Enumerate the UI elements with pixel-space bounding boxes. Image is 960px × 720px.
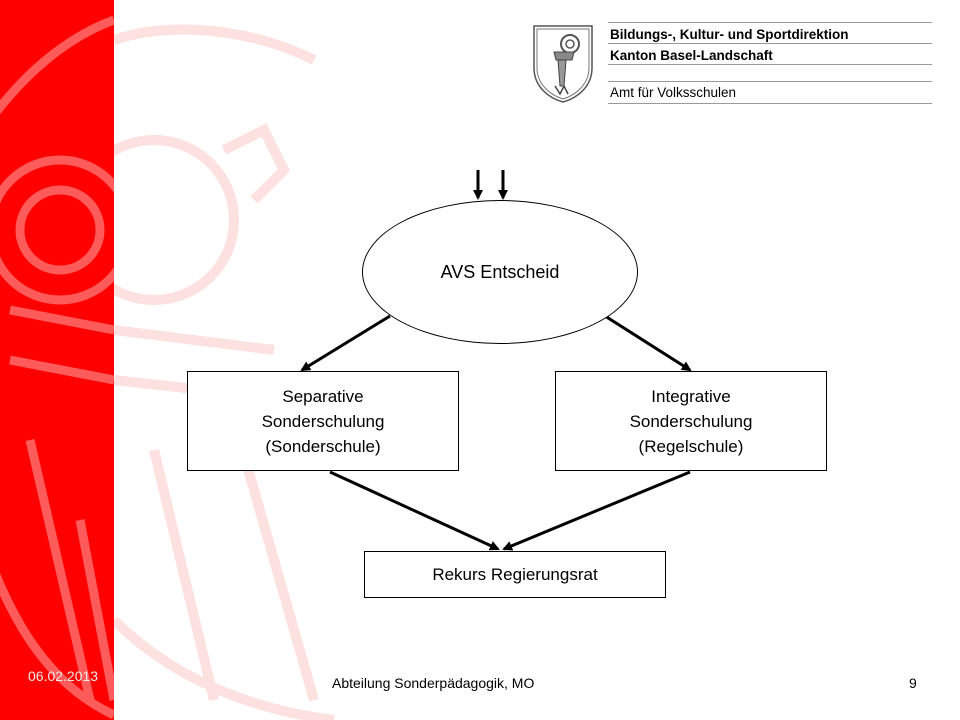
- integrative-line3: (Regelschule): [638, 436, 744, 456]
- page-number: 9: [909, 675, 917, 691]
- baselland-crest-icon: [533, 25, 593, 103]
- org-office: Amt für Volksschulen: [610, 85, 737, 100]
- arrow-integrative-to-appeal: [502, 470, 691, 551]
- decision-label: AVS Entscheid: [440, 261, 560, 282]
- header-rule: [608, 64, 932, 65]
- org-canton: Kanton Basel-Landschaft: [610, 48, 773, 63]
- integrative-line2: Sonderschulung: [629, 411, 753, 431]
- arrow-to-integrative: [604, 314, 692, 372]
- sidebar-crest-outline: [0, 15, 114, 720]
- red-sidebar: [0, 0, 114, 720]
- integrative-node: Integrative Sonderschulung (Regelschule): [555, 371, 827, 471]
- org-name: Bildungs-, Kultur- und Sportdirektion: [610, 27, 849, 42]
- integrative-line1: Integrative: [651, 386, 731, 406]
- separative-node: Separative Sonderschulung (Sonderschule): [187, 371, 459, 471]
- arrow-to-separative: [300, 314, 391, 372]
- header-rule: [608, 22, 932, 23]
- header-rule: [608, 103, 932, 104]
- arrow-separative-to-appeal: [329, 470, 500, 551]
- separative-line1: Separative: [282, 386, 364, 406]
- separative-line2: Sonderschulung: [261, 411, 385, 431]
- separative-line3: (Sonderschule): [265, 436, 381, 456]
- appeal-label: Rekurs Regierungsrat: [432, 565, 598, 584]
- header-rule: [608, 81, 932, 82]
- appeal-node: Rekurs Regierungsrat: [364, 551, 666, 598]
- footer-department: Abteilung Sonderpädagogik, MO: [332, 675, 535, 691]
- decision-node: AVS Entscheid: [362, 200, 638, 344]
- header-rules: [608, 0, 932, 110]
- footer-date: 06.02.2013: [28, 668, 99, 684]
- header-rule: [608, 43, 932, 44]
